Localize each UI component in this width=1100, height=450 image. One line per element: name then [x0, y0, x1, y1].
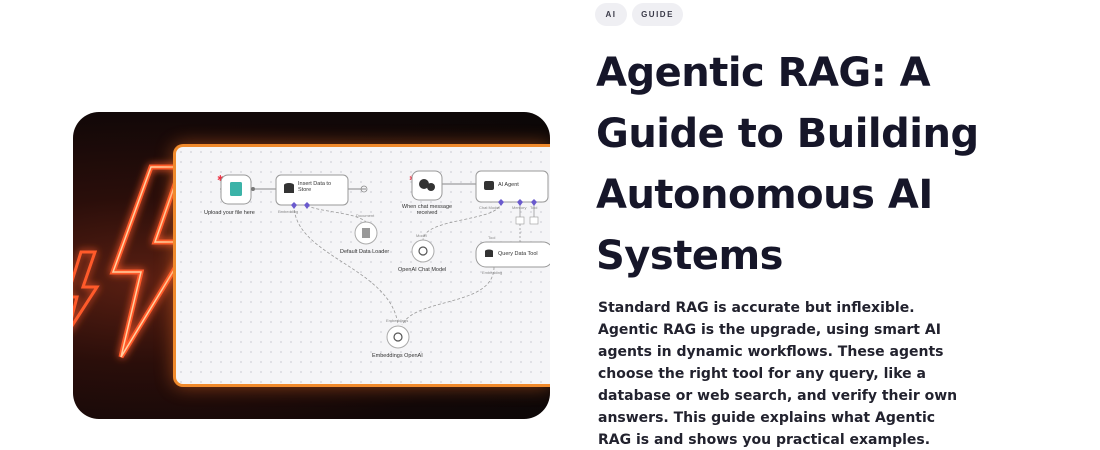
article-title: Agentic RAG: A Guide to Building Autonom… — [596, 50, 979, 279]
node-label-chat-trigger: When chat message received — [401, 204, 453, 216]
hero-image: ✱ ✱ — [73, 112, 550, 419]
node-label-loader: Default Data Loader — [340, 249, 390, 255]
node-label-chat-model: OpenAI Chat Model — [398, 267, 447, 273]
connector-label: Tool — [488, 235, 496, 240]
connector-label: Document — [356, 213, 375, 218]
connector-label: Memory — [512, 205, 527, 210]
article-description: Standard RAG is accurate but inflexible.… — [598, 300, 958, 448]
svg-text:✱: ✱ — [217, 174, 224, 183]
workflow-canvas: ✱ ✱ — [173, 144, 550, 387]
node-label-insert: Insert Data to Store — [298, 181, 332, 193]
connector-label: Chat Model — [479, 205, 500, 210]
workflow-connections: ✱ ✱ — [217, 170, 550, 349]
node-label-upload: Upload your file here — [204, 210, 255, 216]
connector-label: Tool — [530, 205, 538, 210]
connector-label: Embedding — [482, 270, 503, 275]
tag-guide[interactable]: GUIDE — [632, 3, 683, 26]
tag-ai[interactable]: AI — [595, 3, 627, 26]
node-label-agent: AI Agent — [498, 182, 519, 188]
connector-label: Embeddings — [386, 318, 409, 323]
connector-label: Model — [416, 233, 427, 238]
node-label-query-tool: Query Data Tool — [498, 251, 538, 257]
node-label-embeddings: Embeddings OpenAI — [372, 353, 423, 359]
connector-label: Embedding — [278, 209, 299, 214]
